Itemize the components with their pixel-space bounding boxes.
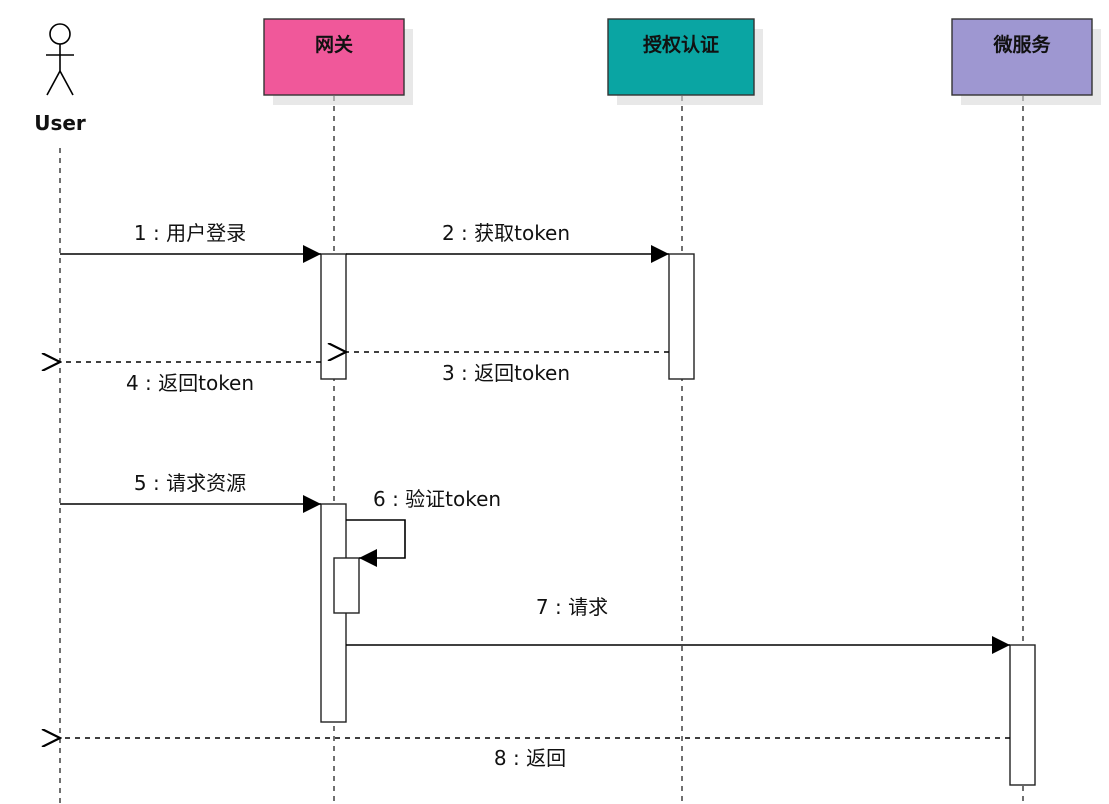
activation-gateway-1 bbox=[320, 253, 347, 380]
activation-auth-1 bbox=[668, 253, 695, 380]
message-3-label: 3 : 返回token bbox=[442, 361, 570, 385]
message-5: 5 : 请求资源 bbox=[60, 471, 321, 513]
message-4-label: 4 : 返回token bbox=[126, 371, 254, 395]
participant-auth-box bbox=[607, 18, 755, 96]
participant-gateway-box bbox=[263, 18, 405, 96]
message-8: 8 : 返回 bbox=[60, 738, 1010, 770]
message-8-label: 8 : 返回 bbox=[494, 746, 566, 770]
participant-microservice-label: 微服务 bbox=[992, 33, 1051, 56]
participant-microservice-box bbox=[951, 18, 1093, 96]
message-1-label: 1 : 用户登录 bbox=[134, 221, 246, 245]
user-stick-figure-icon bbox=[46, 23, 74, 96]
message-1: 1 : 用户登录 bbox=[60, 221, 321, 263]
participant-gateway: 网关 bbox=[263, 18, 413, 105]
message-4: 4 : 返回token bbox=[60, 362, 321, 395]
participant-microservice: 微服务 bbox=[951, 18, 1101, 105]
user-actor: User bbox=[34, 23, 86, 135]
message-5-label: 5 : 请求资源 bbox=[134, 471, 246, 495]
message-3: 3 : 返回token bbox=[346, 352, 669, 385]
activation-microservice-1 bbox=[1009, 644, 1036, 786]
message-7-label: 7 : 请求 bbox=[536, 595, 608, 619]
message-6: 6 : 验证token bbox=[346, 487, 501, 567]
message-2-label: 2 : 获取token bbox=[442, 221, 570, 245]
participant-auth-label: 授权认证 bbox=[643, 33, 719, 56]
message-2: 2 : 获取token bbox=[346, 221, 669, 263]
participant-auth: 授权认证 bbox=[607, 18, 763, 105]
message-6-label: 6 : 验证token bbox=[373, 487, 501, 511]
participant-gateway-label: 网关 bbox=[315, 33, 353, 56]
actor-label: User bbox=[34, 111, 86, 135]
message-6-arrow bbox=[346, 519, 406, 567]
activation-gateway-self bbox=[333, 557, 360, 614]
message-7: 7 : 请求 bbox=[346, 595, 1010, 654]
